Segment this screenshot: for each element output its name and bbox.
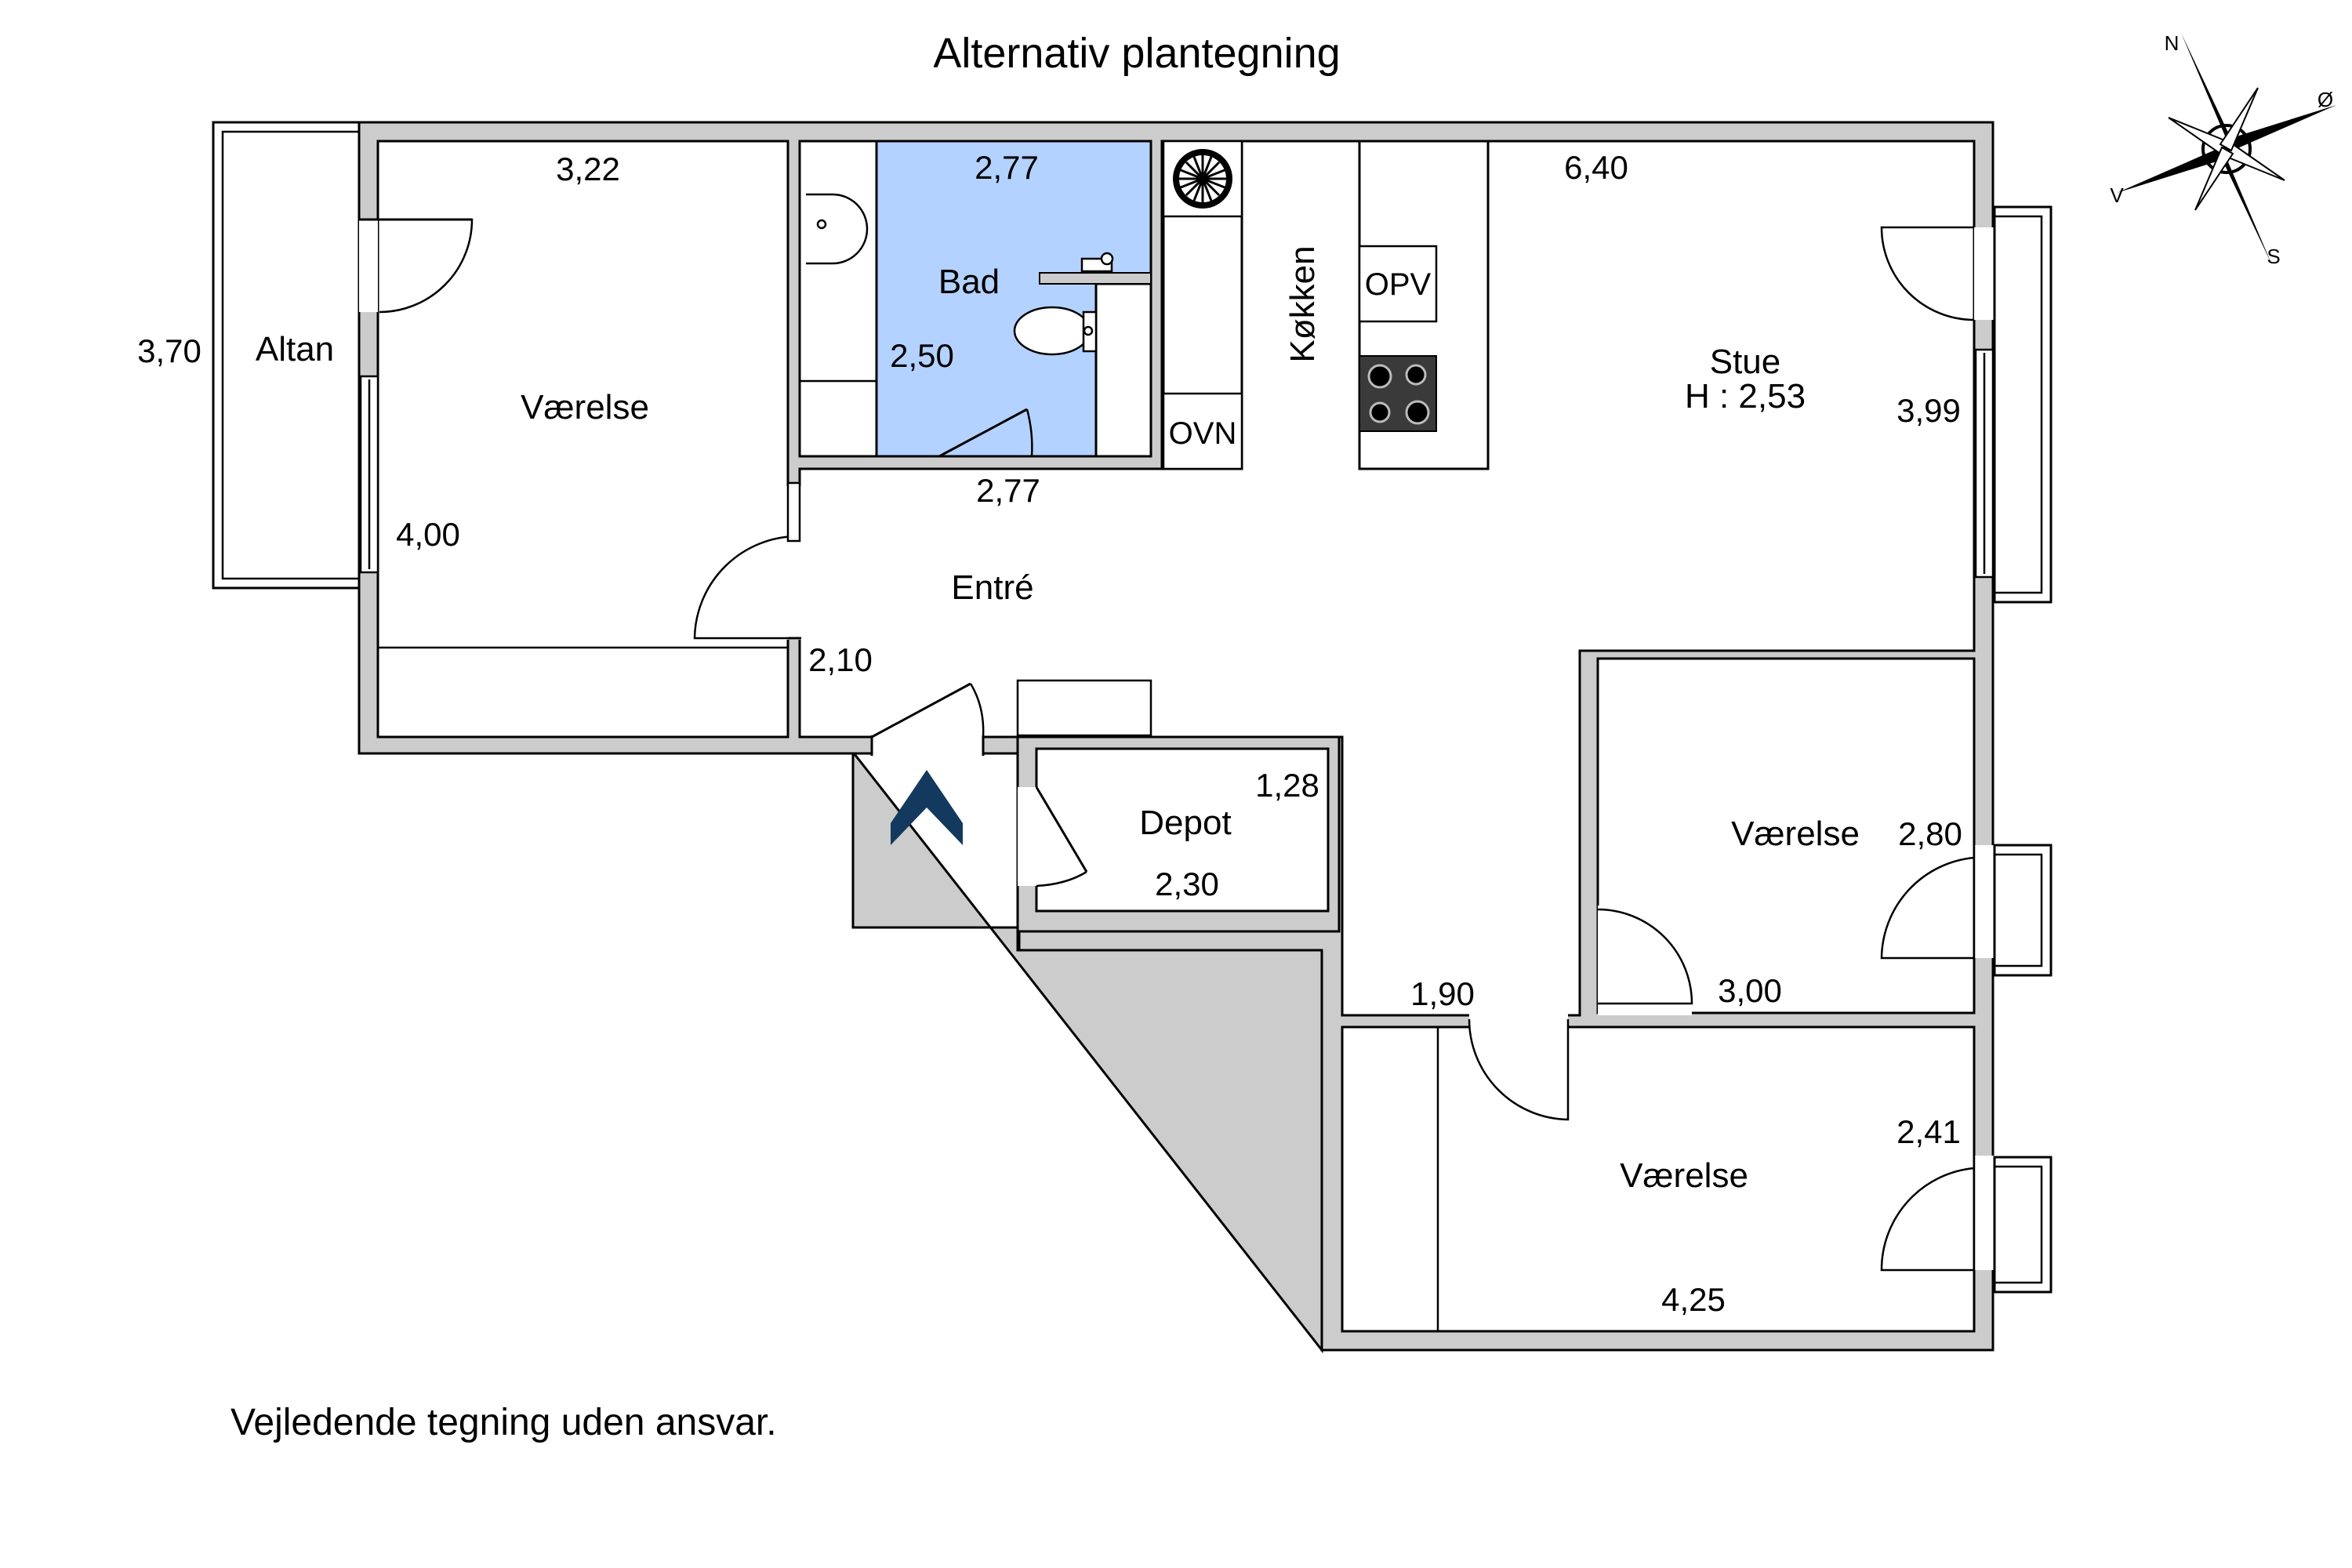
toilet-icon bbox=[1013, 306, 1098, 356]
bathroom-side-area bbox=[1094, 282, 1152, 458]
dishwasher-icon bbox=[1358, 245, 1438, 323]
bedroom-3-door bbox=[1468, 1011, 1570, 1121]
compass-east-label: Ø bbox=[2318, 88, 2333, 111]
disclaimer: Vejledende tegning uden ansvar. bbox=[230, 1402, 777, 1443]
dim-bath-width-top: 2,77 bbox=[975, 149, 1039, 186]
bedroom-3-window-door bbox=[1880, 1156, 1994, 1272]
dim-bedroom2-depth: 2,80 bbox=[1898, 815, 1962, 852]
balcony bbox=[212, 121, 361, 590]
bathroom-label: Bad bbox=[938, 263, 1000, 301]
dim-bedroom3-width: 4,25 bbox=[1661, 1281, 1726, 1318]
bathroom-door bbox=[938, 408, 1033, 458]
living-room-door bbox=[1880, 226, 1994, 321]
living-room-height: H : 2,53 bbox=[1685, 377, 1806, 416]
dim-bath-depth: 2,50 bbox=[890, 337, 954, 374]
oven-label: OVN bbox=[1169, 416, 1237, 451]
dim-balcony-depth: 3,70 bbox=[137, 332, 201, 369]
storage-floor bbox=[1035, 747, 1330, 913]
compass-west-label: V bbox=[2110, 183, 2124, 207]
dim-bath-width-bottom: 2,77 bbox=[976, 472, 1040, 509]
dim-bedroom3-depth: 2,41 bbox=[1896, 1113, 1961, 1150]
bedroom-3-label: Værelse bbox=[1620, 1156, 1748, 1195]
kitchen-label: Køkken bbox=[1283, 245, 1322, 362]
bedroom-2-label: Værelse bbox=[1731, 815, 1860, 853]
shower-partition bbox=[1039, 272, 1152, 285]
dim-bedroom1-depth: 4,00 bbox=[396, 516, 460, 553]
dim-bedroom1-width: 3,22 bbox=[556, 151, 620, 187]
dim-living-width: 6,40 bbox=[1564, 149, 1628, 186]
hall-label: Entré bbox=[951, 568, 1033, 607]
hall-cabinet bbox=[1016, 679, 1152, 737]
bedroom-2-window-door bbox=[1880, 845, 1994, 960]
storage-label: Depot bbox=[1139, 804, 1231, 842]
compass-north-label: N bbox=[2165, 31, 2180, 55]
entrance-arrow-icon bbox=[891, 770, 963, 845]
faucet-icon bbox=[1080, 252, 1114, 273]
dim-storage-depth: 1,28 bbox=[1255, 767, 1319, 804]
entrance-door bbox=[870, 682, 985, 756]
window-hall bbox=[786, 481, 801, 543]
living-room-label: Stue bbox=[1710, 343, 1781, 381]
balcony-label: Altan bbox=[256, 330, 334, 368]
dishwasher-label: OPV bbox=[1365, 267, 1432, 302]
dim-living-depth: 3,99 bbox=[1896, 392, 1961, 429]
hall-living-floor bbox=[798, 140, 1976, 1017]
cooktop-icon bbox=[1359, 355, 1437, 432]
bedroom-1-label: Værelse bbox=[521, 388, 649, 426]
bedroom-2-door bbox=[1597, 906, 1693, 1015]
dim-bedroom2-width: 3,00 bbox=[1718, 972, 1782, 1009]
compass-icon bbox=[2117, 33, 2336, 265]
dim-hall-depth: 2,10 bbox=[808, 641, 873, 678]
plan-title: Alternativ plantegning bbox=[933, 30, 1340, 77]
balcony-door bbox=[359, 218, 474, 314]
dim-corridor-width: 1,90 bbox=[1410, 975, 1475, 1012]
bathroom-utility-area bbox=[798, 140, 880, 458]
compass-south-label: S bbox=[2267, 245, 2280, 268]
oven-icon bbox=[1162, 392, 1243, 470]
storage-door bbox=[1018, 786, 1088, 887]
dim-storage-width: 2,30 bbox=[1155, 866, 1219, 902]
sink-icon bbox=[806, 193, 869, 265]
